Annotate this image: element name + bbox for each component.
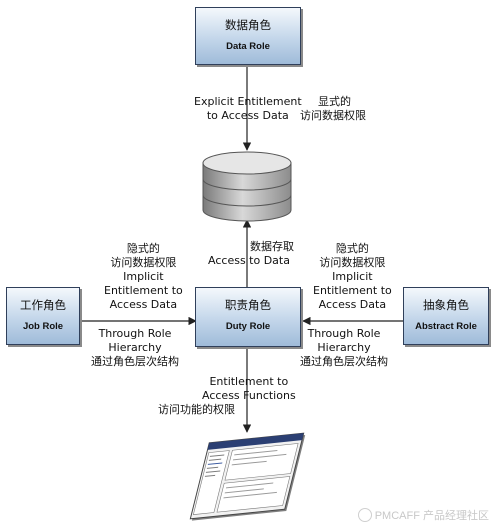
through-right-en1: Through Role: [307, 327, 381, 340]
database-icon: [202, 151, 292, 222]
abstract-role-en: Abstract Role: [415, 321, 477, 332]
through-right-cn: 通过角色层次结构: [300, 355, 388, 368]
functions-en2: Access Functions: [202, 389, 296, 402]
abstract-role-cn: 抽象角色: [423, 298, 469, 312]
access-data-en: Access to Data: [208, 254, 290, 267]
implicit-left-en3: Access Data: [109, 298, 178, 311]
duty-role-box: 职责角色 Duty Role: [195, 287, 301, 347]
watermark-text: PMCAFF 产品经理社区: [374, 510, 489, 522]
abstract-role-box: 抽象角色 Abstract Role: [403, 287, 489, 345]
explicit-cn-line1: 显式的: [318, 95, 351, 108]
implicit-left-en2: Entitlement to: [104, 284, 183, 297]
access-data-cn: 数据存取: [250, 240, 294, 253]
implicit-right-cn2: 访问数据权限: [319, 256, 386, 269]
through-left-cn: 通过角色层次结构: [91, 355, 179, 368]
job-role-en: Job Role: [22, 321, 64, 332]
explicit-entitlement-label: Explicit Entitlement to Access Data: [194, 95, 302, 123]
implicit-right-en2: Entitlement to: [313, 284, 392, 297]
data-role-cn: 数据角色: [225, 18, 271, 32]
implicit-left-cn1: 隐式的: [126, 242, 160, 255]
duty-role-en: Duty Role: [225, 321, 271, 332]
data-role-en: Data Role: [226, 41, 270, 52]
job-role-box: 工作角色 Job Role: [6, 287, 80, 345]
watermark: PMCAFF 产品经理社区: [357, 507, 489, 523]
duty-role-cn: 职责角色: [225, 298, 271, 312]
implicit-right-label: 隐式的 访问数据权限 Implicit Entitlement to Acces…: [313, 242, 392, 312]
job-role-cn: 工作角色: [20, 298, 66, 312]
implicit-right-en3: Access Data: [318, 298, 387, 311]
through-hierarchy-left-label: Through Role Hierarchy 通过角色层次结构: [91, 327, 179, 369]
implicit-left-cn2: 访问数据权限: [110, 256, 177, 269]
through-hierarchy-right-label: Through Role Hierarchy 通过角色层次结构: [300, 327, 388, 369]
through-left-en1: Through Role: [98, 327, 172, 340]
explicit-entitlement-cn-label: 显式的 访问数据权限: [300, 95, 366, 123]
functions-cn: 访问功能的权限: [158, 403, 235, 416]
explicit-en-line1: Explicit Entitlement: [194, 95, 302, 108]
implicit-right-en1: Implicit: [332, 270, 373, 283]
through-right-en2: Hierarchy: [317, 341, 371, 354]
implicit-right-cn1: 隐式的: [335, 242, 369, 255]
explicit-cn-line2: 访问数据权限: [300, 109, 366, 122]
implicit-left-en1: Implicit: [123, 270, 164, 283]
explicit-en-line2: to Access Data: [206, 109, 289, 122]
through-left-en2: Hierarchy: [108, 341, 162, 354]
data-role-box: 数据角色 Data Role: [195, 7, 301, 65]
watermark-logo-icon: [357, 508, 372, 522]
access-to-data-label: 数据存取 Access to Data: [204, 240, 294, 268]
access-functions-label: Entitlement to Access Functions 访问功能的权限: [158, 375, 296, 417]
functions-en1: Entitlement to: [209, 375, 289, 388]
application-window-icon: [189, 432, 306, 521]
implicit-left-label: 隐式的 访问数据权限 Implicit Entitlement to Acces…: [104, 242, 183, 312]
